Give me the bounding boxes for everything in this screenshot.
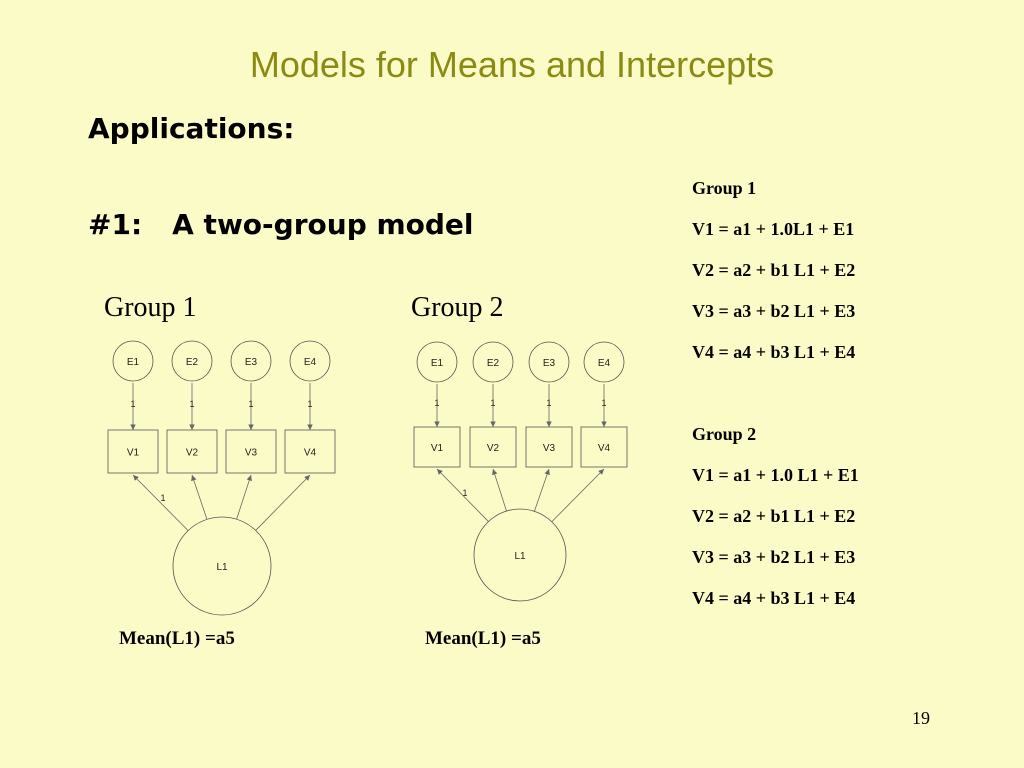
observed-node-label: V2 bbox=[186, 448, 199, 459]
error-node-label: E4 bbox=[598, 358, 611, 369]
equation-line: V2 = a2 + b1 L1 + E2 bbox=[692, 506, 856, 526]
observed-node-label: V3 bbox=[543, 443, 556, 454]
group1-mean-label: Mean(L1) =a5 bbox=[119, 628, 235, 649]
error-path-label: 1 bbox=[490, 398, 495, 408]
equation-line: V3 = a3 + b2 L1 + E3 bbox=[692, 301, 856, 321]
applications-heading: Applications: bbox=[88, 112, 295, 145]
observed-node-1 bbox=[107, 429, 159, 474]
error-path-label: 1 bbox=[189, 399, 194, 409]
error-node-label: E4 bbox=[304, 357, 317, 368]
latent-node-label: L1 bbox=[216, 562, 228, 573]
error-node-2 bbox=[472, 341, 514, 383]
equation-line: V4 = a4 + b3 L1 + E4 bbox=[692, 342, 856, 362]
group2-mean-label: Mean(L1) =a5 bbox=[425, 628, 541, 649]
model-description: A two-group model bbox=[172, 208, 474, 241]
model-heading: #1: A two-group model bbox=[88, 208, 474, 241]
fixed-loading-label: 1 bbox=[160, 493, 165, 503]
loading-path-arrow bbox=[436, 468, 489, 522]
error-path-label: 1 bbox=[248, 399, 253, 409]
latent-node bbox=[473, 508, 567, 602]
error-node-4 bbox=[289, 340, 331, 382]
error-node-label: E1 bbox=[431, 358, 444, 369]
loading-path-arrow bbox=[236, 474, 252, 520]
error-node-1 bbox=[416, 341, 458, 383]
error-node-label: E3 bbox=[245, 357, 258, 368]
error-node-label: E2 bbox=[186, 357, 199, 368]
observed-node-label: V4 bbox=[304, 448, 317, 459]
slide-title: Models for Means and Intercepts bbox=[249, 44, 775, 85]
error-path-label: 1 bbox=[601, 398, 606, 408]
equation-line: V3 = a3 + b2 L1 + E3 bbox=[692, 547, 856, 567]
observed-node-2 bbox=[469, 426, 517, 468]
fixed-loading-label: 1 bbox=[462, 488, 467, 498]
error-node-2 bbox=[171, 340, 213, 382]
observed-node-1 bbox=[413, 426, 461, 468]
error-node-1 bbox=[112, 340, 154, 382]
loading-path-arrow bbox=[551, 468, 605, 523]
loading-path-arrow bbox=[534, 468, 550, 512]
page-number: 19 bbox=[912, 708, 930, 728]
error-node-label: E2 bbox=[487, 358, 500, 369]
equations-group1-title: Group 1 bbox=[692, 178, 757, 198]
error-path-label: 1 bbox=[434, 398, 439, 408]
equations-panel: Group 1 V1 = a1 + 1.0L1 + E1 V2 = a2 + b… bbox=[692, 168, 859, 619]
observed-node-3 bbox=[225, 429, 277, 474]
observed-node-label: V2 bbox=[487, 443, 500, 454]
observed-node-label: V3 bbox=[245, 448, 258, 459]
error-path-label: 1 bbox=[130, 399, 135, 409]
error-node-label: E1 bbox=[127, 357, 140, 368]
model-number: #1: bbox=[88, 208, 143, 241]
observed-node-label: V4 bbox=[598, 443, 611, 454]
observed-node-3 bbox=[525, 426, 573, 468]
error-node-label: E3 bbox=[543, 358, 556, 369]
loading-path-arrow bbox=[191, 474, 208, 520]
observed-node-2 bbox=[166, 429, 218, 474]
loading-path-arrow bbox=[255, 474, 311, 531]
equation-line: V1 = a1 + 1.0L1 + E1 bbox=[692, 219, 855, 239]
equation-line: V1 = a1 + 1.0 L1 + E1 bbox=[692, 465, 859, 485]
latent-node bbox=[172, 516, 272, 616]
observed-node-label: V1 bbox=[127, 448, 140, 459]
loading-path-arrow bbox=[132, 474, 189, 531]
observed-node-4 bbox=[284, 429, 336, 474]
error-node-3 bbox=[230, 340, 272, 382]
error-path-label: 1 bbox=[307, 399, 312, 409]
observed-node-4 bbox=[580, 426, 628, 468]
loading-path-arrow bbox=[492, 468, 507, 512]
equations-group2-title: Group 2 bbox=[692, 424, 757, 444]
equation-line: V4 = a4 + b3 L1 + E4 bbox=[692, 588, 856, 608]
latent-node-label: L1 bbox=[514, 551, 526, 562]
observed-node-label: V1 bbox=[431, 443, 444, 454]
error-node-3 bbox=[528, 341, 570, 383]
equation-line: V2 = a2 + b1 L1 + E2 bbox=[692, 260, 856, 280]
group1-diagram-label: Group 1 bbox=[104, 292, 197, 323]
error-path-label: 1 bbox=[546, 398, 551, 408]
error-node-4 bbox=[583, 341, 625, 383]
group2-diagram-label: Group 2 bbox=[411, 292, 504, 323]
